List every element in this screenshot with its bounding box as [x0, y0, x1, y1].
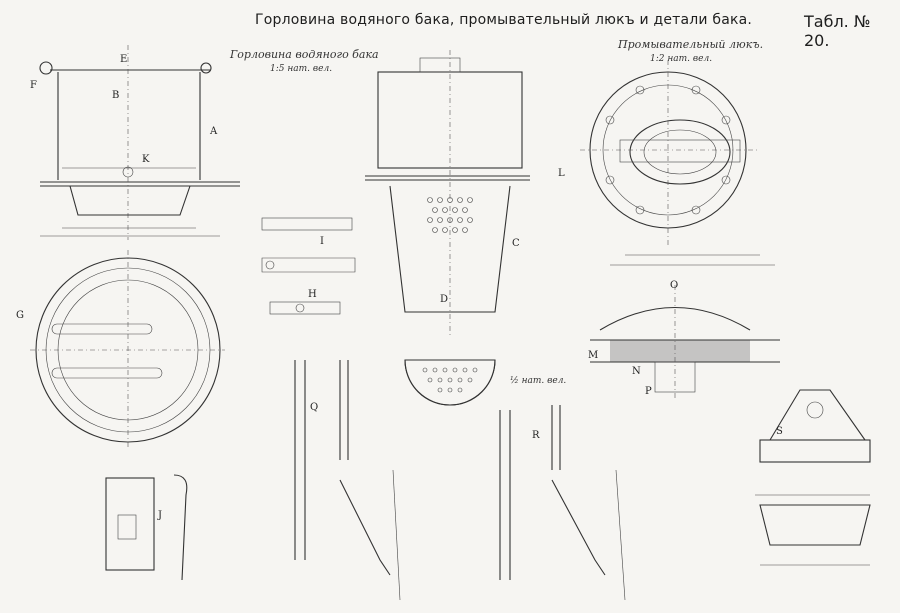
part-i — [261, 217, 356, 273]
wash-hatch-plan — [580, 60, 775, 266]
part-r — [499, 405, 626, 601]
part-q — [294, 360, 401, 601]
table-number: Табл. № 20. — [804, 12, 871, 50]
detail-label-k: K — [142, 154, 150, 165]
part-s — [755, 389, 871, 566]
detail-label-j: J — [157, 510, 162, 521]
caption-wash-hatch: Промывательный люкъ. — [618, 38, 764, 51]
perforated-plate — [427, 197, 473, 233]
strainer-half-disc — [404, 359, 496, 406]
caption-half-scale: ½ нат. вел. — [510, 376, 567, 386]
detail-label-o: O — [670, 280, 678, 291]
detail-label-s: S — [776, 426, 783, 437]
detail-label-n: N — [632, 366, 641, 377]
detail-label-i: I — [320, 236, 324, 247]
detail-label-g: G — [16, 310, 24, 321]
detail-label-h: H — [308, 289, 317, 300]
neck-front-view — [365, 50, 530, 335]
detail-label-f: F — [30, 80, 37, 91]
detail-label-p: P — [645, 386, 652, 397]
detail-label-b: B — [112, 90, 119, 101]
hatch-section — [590, 285, 780, 400]
part-h — [269, 301, 341, 315]
part-j — [105, 474, 188, 581]
detail-label-c: C — [512, 238, 520, 249]
detail-letters: A B C D E F G H I J K L M N O P Q R S — [16, 54, 783, 521]
caption-tank-neck: Горловина водяного бака — [230, 48, 379, 61]
caption-wash-hatch-scale: 1:2 нат. вел. — [650, 54, 713, 64]
caption-tank-neck-scale: 1:5 нат. вел. — [270, 64, 333, 74]
detail-label-l: L — [558, 168, 565, 179]
sheet-title: Горловина водяного бака, промывательный … — [255, 12, 753, 28]
detail-label-d: D — [440, 294, 448, 305]
detail-label-q: Q — [310, 402, 318, 413]
detail-label-a: A — [209, 126, 218, 137]
neck-plan-view — [30, 250, 225, 450]
detail-label-e: E — [120, 54, 127, 65]
neck-section-view — [39, 45, 240, 240]
detail-label-m: M — [588, 350, 598, 361]
detail-label-r: R — [532, 430, 540, 441]
